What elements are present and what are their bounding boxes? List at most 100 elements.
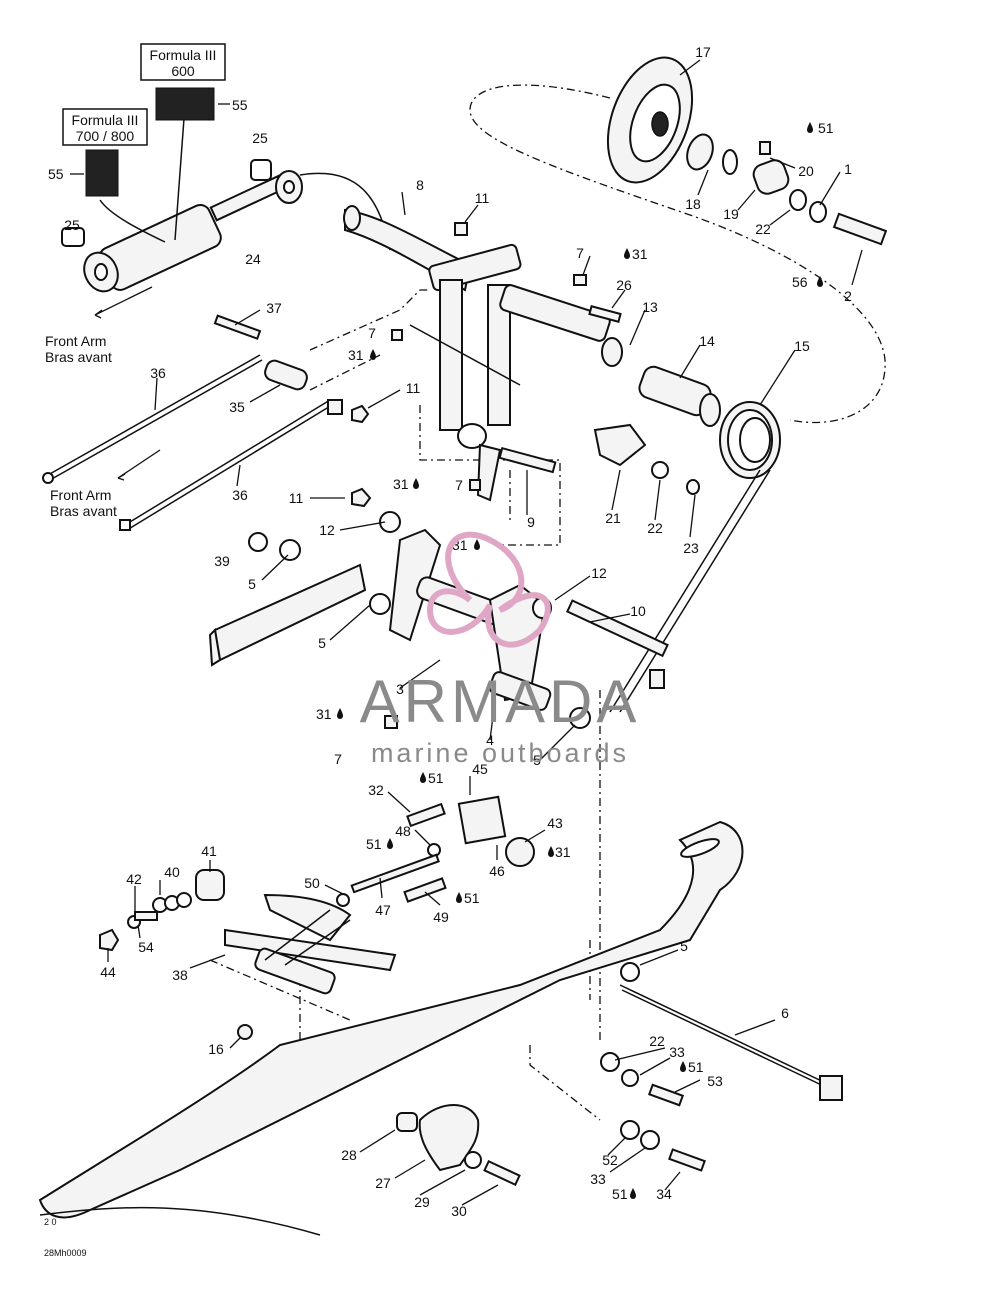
part-label-20: 20 bbox=[798, 163, 814, 179]
part-label-51-b: 51 bbox=[428, 770, 444, 786]
part-label-8: 8 bbox=[416, 177, 424, 193]
part-label-29: 29 bbox=[414, 1194, 430, 1210]
part-label-53: 53 bbox=[707, 1073, 723, 1089]
part-label-5-b: 5 bbox=[318, 635, 326, 651]
part-label-24: 24 bbox=[245, 251, 261, 267]
front-arm-label-1: Front Arm bbox=[45, 333, 106, 349]
part-label-55-b: 55 bbox=[48, 166, 64, 182]
part-label-26: 26 bbox=[616, 277, 632, 293]
rear-arm bbox=[208, 528, 669, 729]
part-label-9: 9 bbox=[527, 514, 535, 530]
part-label-33-a: 33 bbox=[669, 1044, 685, 1060]
part-label-43: 43 bbox=[547, 815, 563, 831]
part-label-34: 34 bbox=[656, 1186, 672, 1202]
part-label-37: 37 bbox=[266, 300, 282, 316]
part-label-36-a: 36 bbox=[150, 365, 166, 381]
part-label-22-b: 22 bbox=[647, 520, 663, 536]
bras-avant-label-2: Bras avant bbox=[50, 503, 117, 519]
part-label-1: 1 bbox=[844, 161, 852, 177]
part-label-16: 16 bbox=[208, 1041, 224, 1057]
part-label-12-b: 12 bbox=[591, 565, 607, 581]
assembly-dashed-lines bbox=[209, 84, 886, 1121]
part-label-11-c: 11 bbox=[289, 490, 304, 506]
part-label-5-c: 5 bbox=[533, 752, 541, 768]
part-label-33-b: 33 bbox=[590, 1171, 606, 1187]
part-label-27: 27 bbox=[375, 1175, 391, 1191]
part-label-3: 3 bbox=[396, 681, 404, 697]
part-label-32: 32 bbox=[368, 782, 384, 798]
part-label-31-f: 31 bbox=[555, 844, 571, 860]
part-label-7-b: 7 bbox=[368, 325, 376, 341]
lower-pivot-group bbox=[99, 795, 535, 995]
part-label-47: 47 bbox=[375, 902, 391, 918]
part-label-30: 30 bbox=[451, 1203, 467, 1219]
part-label-41: 41 bbox=[201, 843, 217, 859]
front-arm-label-2: Front Arm bbox=[50, 487, 111, 503]
part-label-54: 54 bbox=[138, 939, 154, 955]
part-label-49: 49 bbox=[433, 909, 449, 925]
part-label-15: 15 bbox=[794, 338, 810, 354]
drawing-code: 28Mh0009 bbox=[44, 1248, 87, 1258]
formula-700-line1: Formula III bbox=[72, 112, 139, 128]
front-arm-callouts: Front Arm Bras avant Front Arm Bras avan… bbox=[45, 286, 161, 519]
part-label-40: 40 bbox=[164, 864, 180, 880]
part-number-labels: 17 51 20 1 18 19 22 56 2 55 55 25 25 24 … bbox=[48, 44, 852, 1219]
part-label-44: 44 bbox=[100, 964, 116, 980]
slide-rail bbox=[38, 820, 843, 1236]
part-label-51-e: 51 bbox=[688, 1059, 704, 1075]
part-label-7-a: 7 bbox=[576, 245, 584, 261]
part-label-4: 4 bbox=[486, 732, 494, 748]
part-label-51-d: 51 bbox=[464, 890, 480, 906]
part-label-11-b: 11 bbox=[406, 380, 421, 396]
part-label-38: 38 bbox=[172, 967, 188, 983]
part-label-39: 39 bbox=[214, 553, 230, 569]
part-label-31-b: 31 bbox=[348, 347, 364, 363]
part-label-7-d: 7 bbox=[334, 751, 342, 767]
part-label-10: 10 bbox=[630, 603, 646, 619]
part-label-25-a: 25 bbox=[252, 130, 268, 146]
part-label-52: 52 bbox=[602, 1152, 618, 1168]
part-label-6: 6 bbox=[781, 1005, 789, 1021]
part-label-45: 45 bbox=[472, 761, 488, 777]
part-label-5-a: 5 bbox=[248, 576, 256, 592]
part-label-2: 2 bbox=[844, 288, 852, 304]
part-label-28: 28 bbox=[341, 1147, 357, 1163]
watermark-tagline: marine outboards bbox=[371, 738, 629, 768]
part-label-7-c: 7 bbox=[455, 477, 463, 493]
part-label-25-b: 25 bbox=[64, 217, 80, 233]
part-label-31-c: 31 bbox=[393, 476, 409, 492]
part-label-50: 50 bbox=[304, 875, 320, 891]
part-label-11-a: 11 bbox=[475, 190, 490, 206]
watermark-brand: ARMADA bbox=[360, 668, 641, 735]
part-label-51-c: 51 bbox=[366, 836, 382, 852]
part-label-42: 42 bbox=[126, 871, 142, 887]
part-label-5-d: 5 bbox=[680, 938, 688, 954]
part-label-22: 22 bbox=[755, 221, 771, 237]
part-label-31-e: 31 bbox=[316, 706, 332, 722]
part-label-18: 18 bbox=[685, 196, 701, 212]
armada-watermark: ARMADA marine outboards bbox=[360, 531, 641, 768]
part-label-51: 51 bbox=[818, 120, 834, 136]
part-label-14: 14 bbox=[699, 333, 715, 349]
part-label-36-b: 36 bbox=[232, 487, 248, 503]
formula-700-line2: 700 / 800 bbox=[76, 128, 135, 144]
shock-absorber bbox=[61, 104, 391, 293]
decal-callout-formula-600: Formula III 600 bbox=[140, 43, 230, 121]
part-label-22-c: 22 bbox=[649, 1033, 665, 1049]
part-label-35: 35 bbox=[229, 399, 245, 415]
formula-600-line2: 600 bbox=[171, 63, 195, 79]
part-label-17: 17 bbox=[695, 44, 711, 60]
decal-callout-formula-700: Formula III 700 / 800 bbox=[62, 108, 148, 197]
front-arm bbox=[343, 205, 623, 502]
leader-lines bbox=[107, 59, 863, 1206]
part-label-48: 48 bbox=[395, 823, 411, 839]
idler-wheel-assembly bbox=[606, 56, 888, 246]
part-label-23: 23 bbox=[683, 540, 699, 556]
part-label-56: 56 bbox=[792, 274, 808, 290]
part-label-46: 46 bbox=[489, 863, 505, 879]
spacer-and-spring bbox=[593, 365, 781, 713]
bras-avant-label-1: Bras avant bbox=[45, 349, 112, 365]
part-label-19: 19 bbox=[723, 206, 739, 222]
part-label-51-f: 51 bbox=[612, 1186, 628, 1202]
